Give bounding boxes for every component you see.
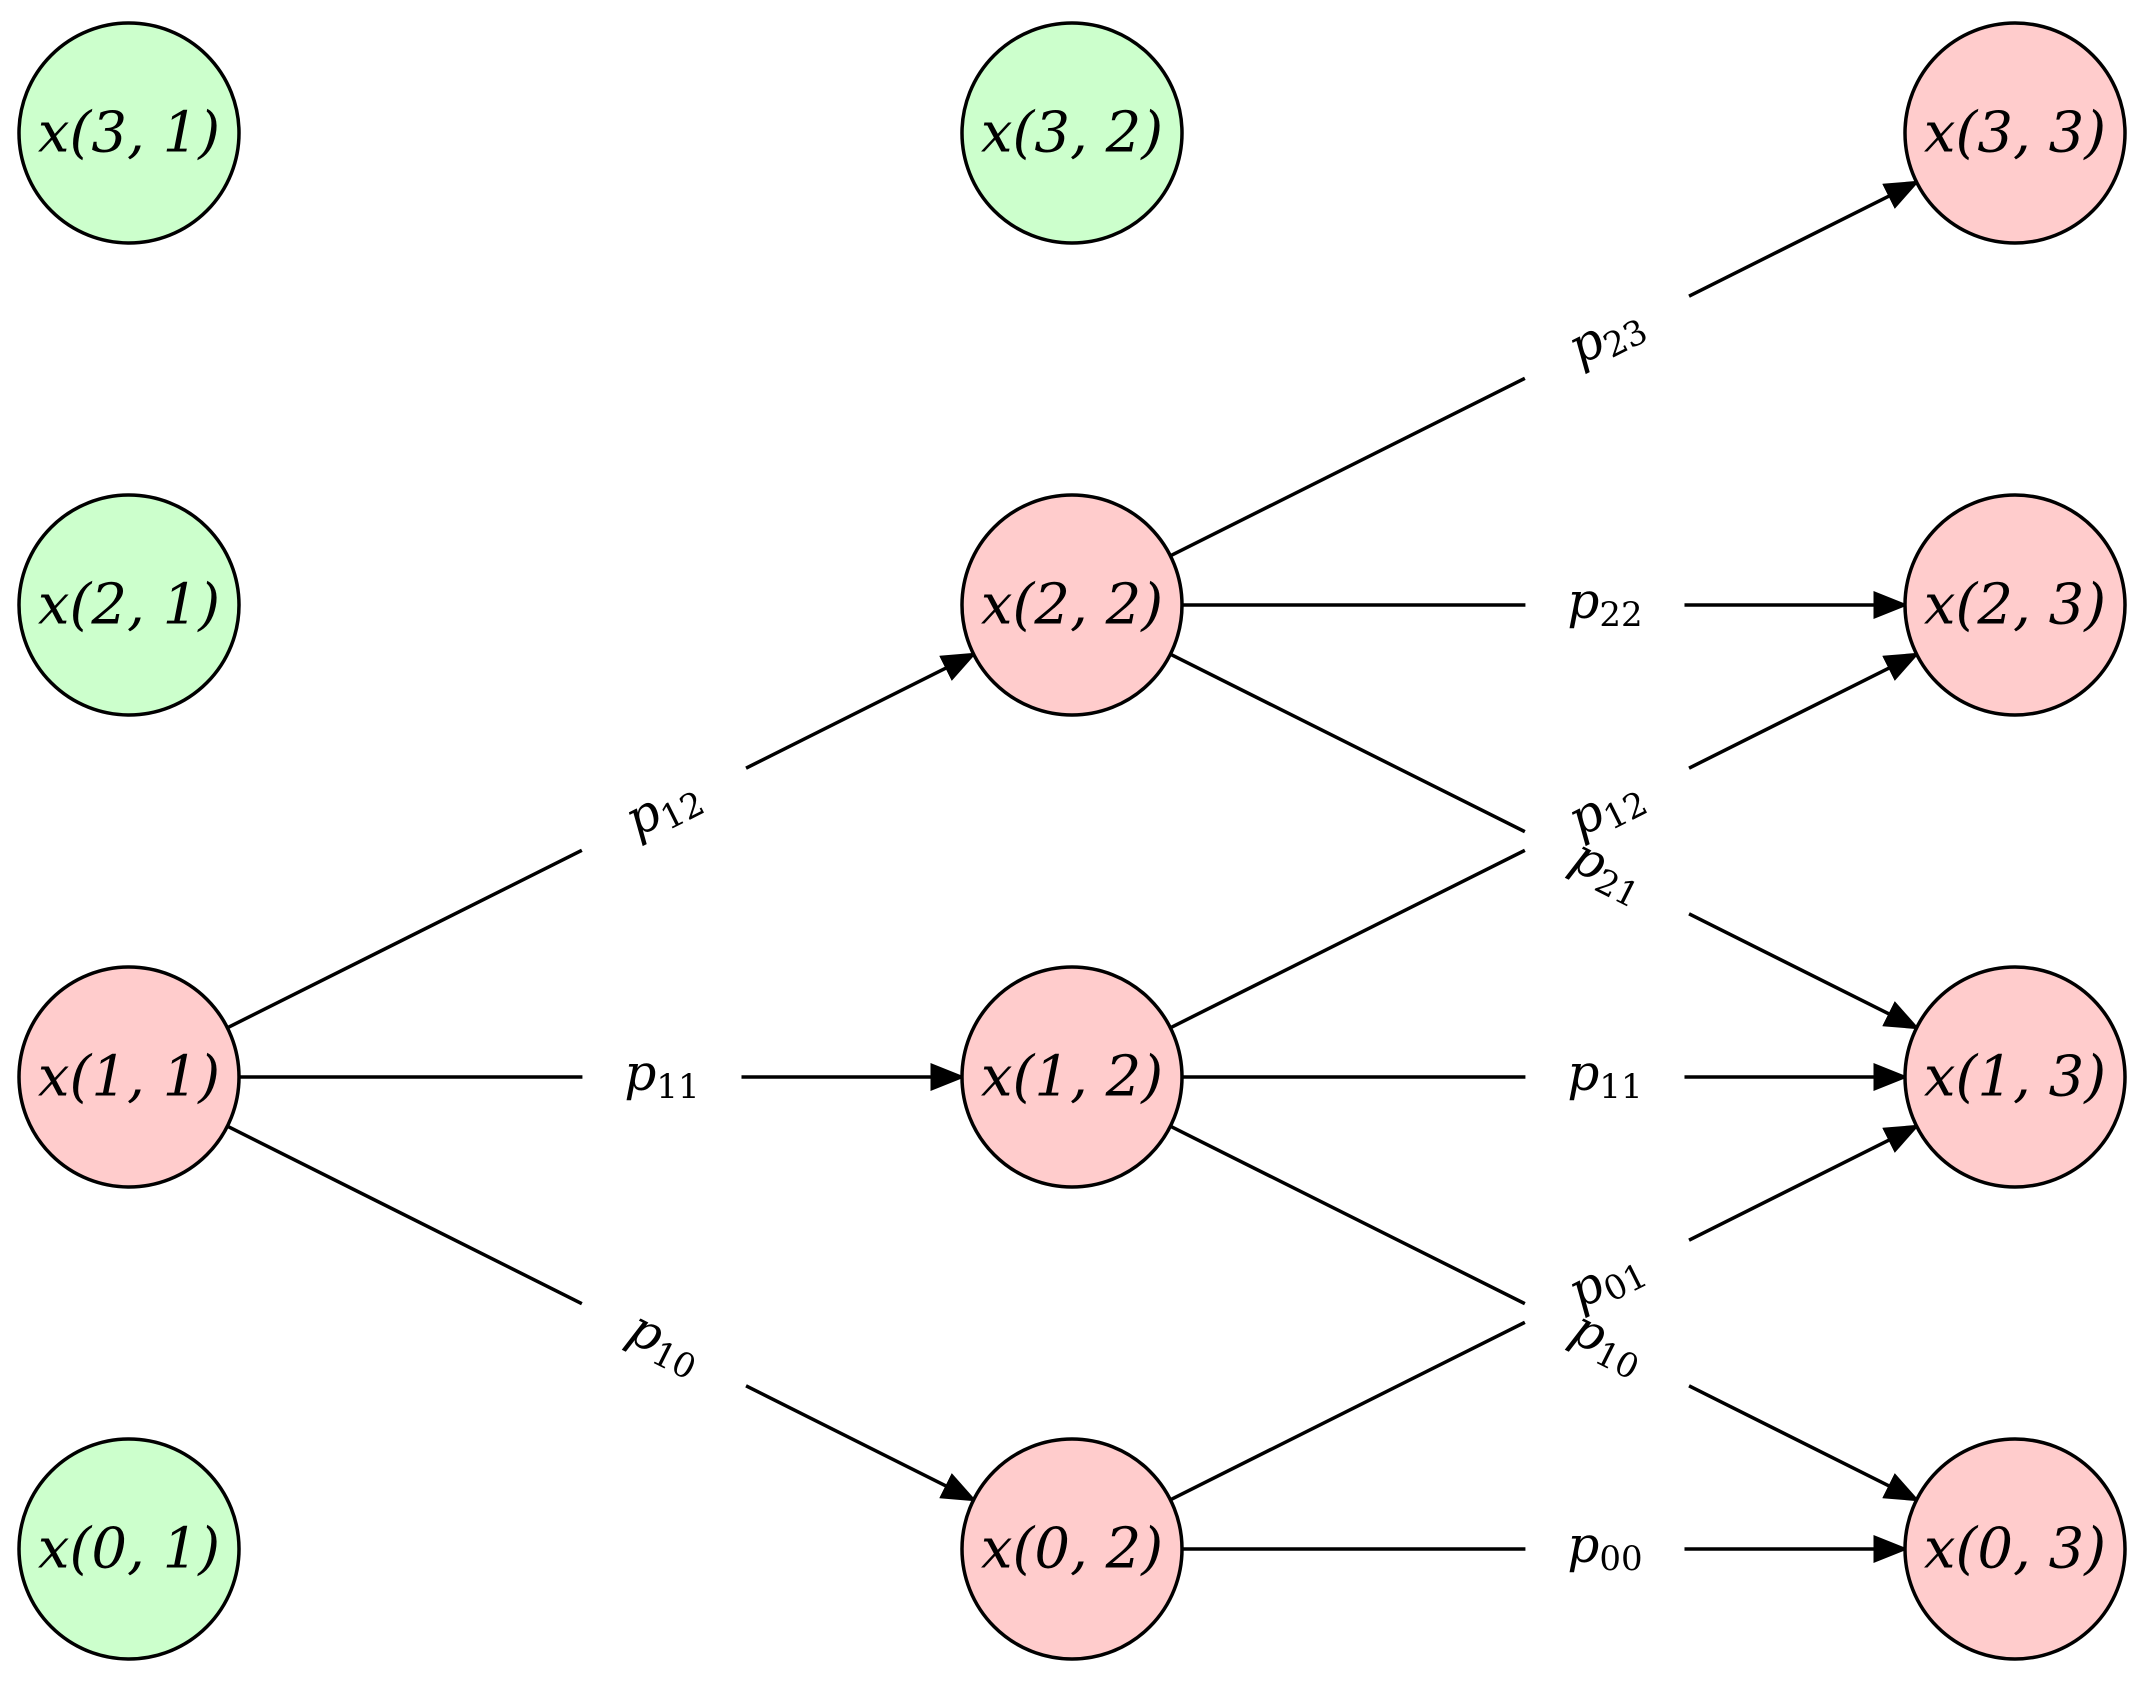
edge-label-symbol: p [1567,1044,1599,1102]
edge-label: p10 [1560,1298,1656,1388]
edge-label-subscript: 11 [1599,1067,1642,1107]
edge-label: p10 [617,1298,713,1388]
state-circle [17,1437,241,1661]
state-node-n33: x(3, 3) [1903,21,2127,245]
edge-n22-n23: p22 [1182,572,1909,635]
state-circle [1903,965,2127,1189]
state-label: x(0, 1) [38,1517,220,1582]
state-node-n02: x(0, 2) [960,1437,1184,1661]
nodes-layer: x(3, 1) x(2, 1) x(1, 1) x(0, 1) x(3, 2) x(2, … [17,21,2127,1661]
state-circle [960,493,1184,717]
state-node-n22: x(2, 2) [960,493,1184,717]
state-circle [17,21,241,245]
state-label: x(3, 1) [38,101,220,166]
edge-label-symbol: p [1567,572,1599,630]
edge-line-start [1169,848,1526,1030]
edge-label: p22 [1567,572,1642,635]
edge-arrow [1688,652,1920,770]
state-label: x(0, 3) [1924,1517,2106,1582]
edge-n12-n13: p11 [1182,1044,1909,1107]
edge-label-subscript: 22 [1599,595,1642,635]
state-node-n23: x(2, 3) [1903,493,2127,717]
state-circle [1903,21,2127,245]
edge-arrow [1688,1124,1920,1242]
edge-line-start [1169,1124,1526,1306]
state-label: x(2, 3) [1924,573,2106,638]
edge-n11-n02: p10 [226,1124,977,1502]
state-node-n13: x(1, 3) [1903,965,2127,1189]
state-label: x(2, 2) [981,573,1163,638]
edge-label-subscript: 11 [656,1067,699,1107]
state-circle [1903,1437,2127,1661]
state-label: x(1, 1) [38,1045,220,1110]
edge-n02-n03: p00 [1182,1516,1909,1579]
state-label: x(1, 2) [981,1045,1163,1110]
state-circle [17,965,241,1189]
state-node-n03: x(0, 3) [1903,1437,2127,1661]
edge-arrow [1688,912,1920,1030]
edge-label-symbol: p [1567,1516,1599,1574]
state-label: x(1, 3) [1924,1045,2106,1110]
state-node-n31: x(3, 1) [17,21,241,245]
state-circle [1903,493,2127,717]
state-node-n01: x(0, 1) [17,1437,241,1661]
edge-label: p00 [1567,1516,1642,1579]
edge-label: p23 [1559,291,1655,381]
edge-line-start [1169,376,1526,558]
edge-label-symbol: p [624,1044,656,1102]
edge-line-start [226,1124,583,1306]
state-label: x(3, 2) [981,101,1163,166]
edge-label: p11 [1567,1044,1642,1107]
state-label: x(3, 3) [1924,101,2106,166]
edge-n11-n12: p11 [239,1044,966,1107]
state-label: x(2, 1) [38,573,220,638]
edge-arrow [745,1384,977,1502]
edge-label: p21 [1560,826,1656,916]
edge-arrow [1688,180,1920,298]
state-node-n21: x(2, 1) [17,493,241,717]
edge-line-start [1169,1320,1526,1502]
edge-arrow [1688,1384,1920,1502]
state-circle [17,493,241,717]
edge-label: p11 [624,1044,699,1107]
edge-label-subscript: 00 [1599,1539,1642,1579]
edge-line-start [226,848,583,1030]
edge-arrow [745,652,977,770]
edge-line-start [1169,652,1526,834]
state-node-n11: x(1, 1) [17,965,241,1189]
state-circle [960,965,1184,1189]
state-label: x(0, 2) [981,1517,1163,1582]
edge-label: p12 [616,763,712,853]
state-node-n32: x(3, 2) [960,21,1184,245]
edge-n11-n22: p12 [226,652,977,1030]
state-node-n12: x(1, 2) [960,965,1184,1189]
edge-n22-n33: p23 [1169,180,1920,558]
state-circle [960,1437,1184,1661]
state-circle [960,21,1184,245]
